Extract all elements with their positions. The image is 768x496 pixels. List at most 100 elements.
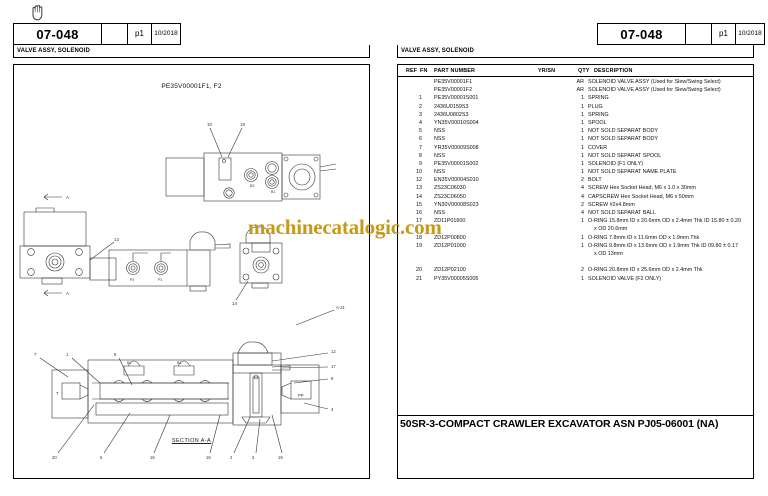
cell-qty: 1 [581,95,584,102]
svg-text:A-21: A-21 [336,305,346,310]
cell-part-number: YR35V00009S008 [434,144,479,151]
cell-part-number: NSS [434,210,446,216]
cell-qty: 2 [581,201,584,208]
cell-qty: 1 [581,136,584,143]
svg-text:B1: B1 [271,190,275,194]
svg-text:T: T [56,391,59,396]
svg-text:14: 14 [232,301,237,306]
svg-text:P2: P2 [130,278,134,282]
cell-part-number: PE35V00001F1 [434,79,473,85]
cell-part-number: YN35V00010S004 [434,119,479,126]
cell-qty: 1 [581,160,584,167]
svg-text:5: 5 [100,455,103,460]
cell-description: O-RING 9.8mm ID x 13.6mm OD x 1.9mm Thk … [588,242,738,249]
svg-text:4: 4 [331,407,334,412]
left-header-blank [102,24,128,44]
cell-description: BOLT [588,177,602,184]
table-row-continuation: x OD 13mm [398,250,753,258]
left-header-table: 07-048 p1 10/2018 [13,23,181,45]
cell-ref: 4 [419,119,422,126]
cell-qty: AR [576,87,585,94]
col-fn: FN [420,68,428,74]
left-page[interactable]: 07-048 p1 10/2018 VALVE ASSY, SOLENOID P… [0,0,384,496]
cell-description: O-RING 7.8mm ID x 11.6mm OD x 1.9mm Thk [588,234,700,241]
cell-part-number: NSS [434,152,446,159]
cell-qty: 4 [581,210,584,216]
cell-part-number: YN30V00008S023 [434,201,479,208]
cell-description: NOT SOLD SEPARAT NAME PLATE [588,169,677,176]
cell-ref: 10 [416,169,422,176]
cell-description: SPRING [588,111,609,118]
cell-ref: 14 [416,193,422,200]
right-header-blank [686,24,712,44]
cell-ref: 2 [419,103,422,110]
cell-description: O-RING 15.8mm ID x 20.6mm OD x 2.4mm Thk… [588,218,741,225]
svg-text:19: 19 [278,455,283,460]
col-description: DESCRIPTION [594,68,633,74]
cell-part-number: 2436U0159S3 [434,103,469,110]
cell-description: SOLENOID VALVE ASSY (Used for Slew/Swing… [588,79,721,85]
cell-qty: 1 [581,169,584,176]
parts-table[interactable]: REF FN PART NUMBER YR/SN QTY DESCRIPTION… [397,64,754,479]
cell-ref: 5 [419,128,422,135]
cell-part-number: PE35V00001F2 [434,87,473,94]
cell-qty: 1 [581,111,584,118]
cell-description: NOT SOLD SEPARAT BALL [588,210,656,216]
col-ref: REF [406,68,418,74]
left-header-page: p1 [128,24,152,44]
left-drawing-frame[interactable]: PE35V00001F1, F2 SECTION A-A [13,64,370,479]
left-header-code: 07-048 [14,24,102,44]
cell-description: NOT SOLD SEPARAT SPOOL [588,152,662,159]
cell-part-number: ZD12P01000 [434,242,466,249]
footer-model-title: 50SR-3-COMPACT CRAWLER EXCAVATOR ASN PJ0… [400,418,719,430]
svg-text:A: A [66,291,69,296]
cell-ref: 8 [419,152,422,159]
svg-text:8: 8 [114,352,117,357]
cell-qty: 1 [581,218,584,225]
exploded-parts-drawing: 10 19 B2 B1 13 A A [19,122,346,460]
cell-description: O-RING 20.8mm ID x 25.6mm OD x 2.4mm Thk [588,267,703,274]
svg-text:19: 19 [240,122,245,127]
cell-part-number: PE35V00001S002 [434,160,479,167]
cell-part-number: EN35V00004S010 [434,177,479,184]
right-page[interactable]: 07-048 p1 10/2018 VALVE ASSY, SOLENOID R… [384,0,768,496]
cell-ref: 15 [416,201,422,208]
cell-ref: 9 [419,160,422,167]
svg-text:10: 10 [207,122,212,127]
cell-part-number: NSS [434,169,446,176]
svg-text:1: 1 [66,352,69,357]
cell-ref: 17 [416,218,422,225]
cell-description-cont: x OD 20.6mm [594,226,628,233]
right-header-code: 07-048 [598,24,686,44]
table-row[interactable]: 10 NSS 1 NOT SOLD SEPARAT NAME PLATE [398,168,753,176]
drawing-title: PE35V00001F1, F2 [161,83,222,90]
cell-ref: 13 [416,185,422,192]
svg-text:B2: B2 [127,361,131,365]
cell-qty: 1 [581,275,584,282]
table-row-continuation: x OD 20.6mm [398,225,753,233]
left-header-date: 10/2018 [154,29,178,37]
cell-qty: 1 [581,103,584,110]
